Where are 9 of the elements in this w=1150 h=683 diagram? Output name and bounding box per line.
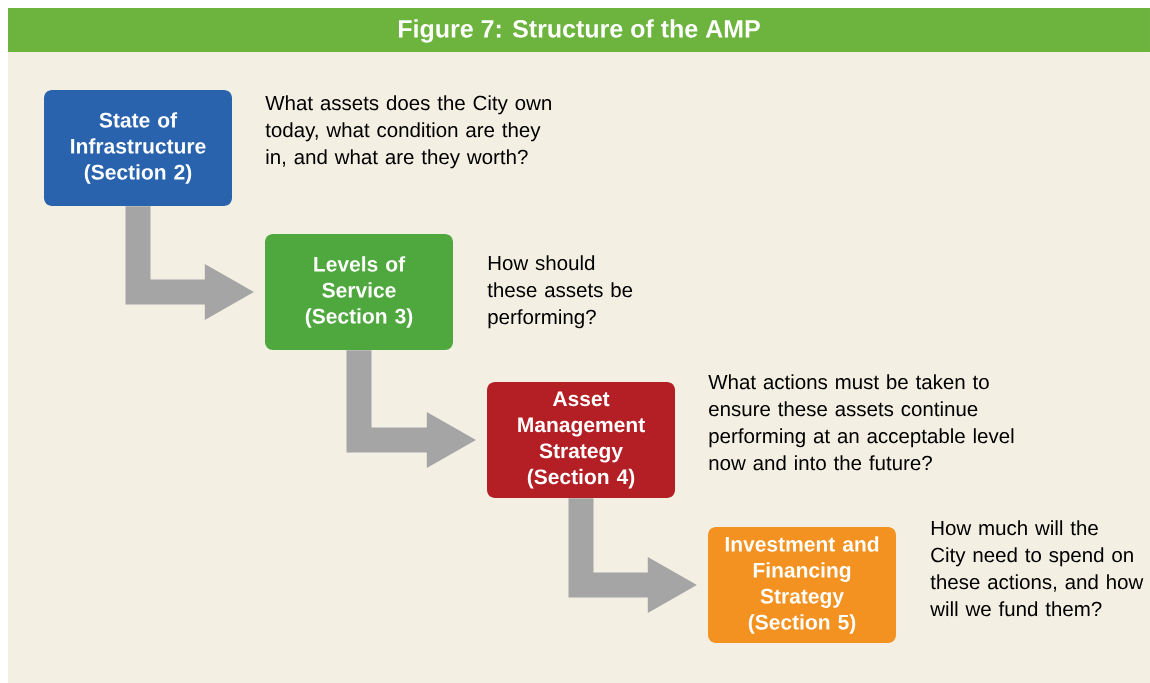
question-text: What actions must be taken to ensure these assets continue performing at an acceptable level now and into the future? xyxy=(708,374,1014,471)
process-box: Investment and Financing Strategy (Section 5) xyxy=(708,527,896,643)
question-text: How much will the City need to spend on these actions, and how will we fund them? xyxy=(930,520,1144,617)
process-box: Asset Management Strategy (Section 4) xyxy=(487,382,675,498)
title-bar: Figure 7: Structure of the AMP xyxy=(8,8,1150,52)
process-box: Levels of Service (Section 3) xyxy=(265,234,453,350)
process-box: State of Infrastructure (Section 2) xyxy=(44,90,232,206)
question-text: What assets does the City own today, what condition are they in, and what are they worth? xyxy=(265,95,551,169)
question-text: How should these assets be performing? xyxy=(487,255,633,329)
